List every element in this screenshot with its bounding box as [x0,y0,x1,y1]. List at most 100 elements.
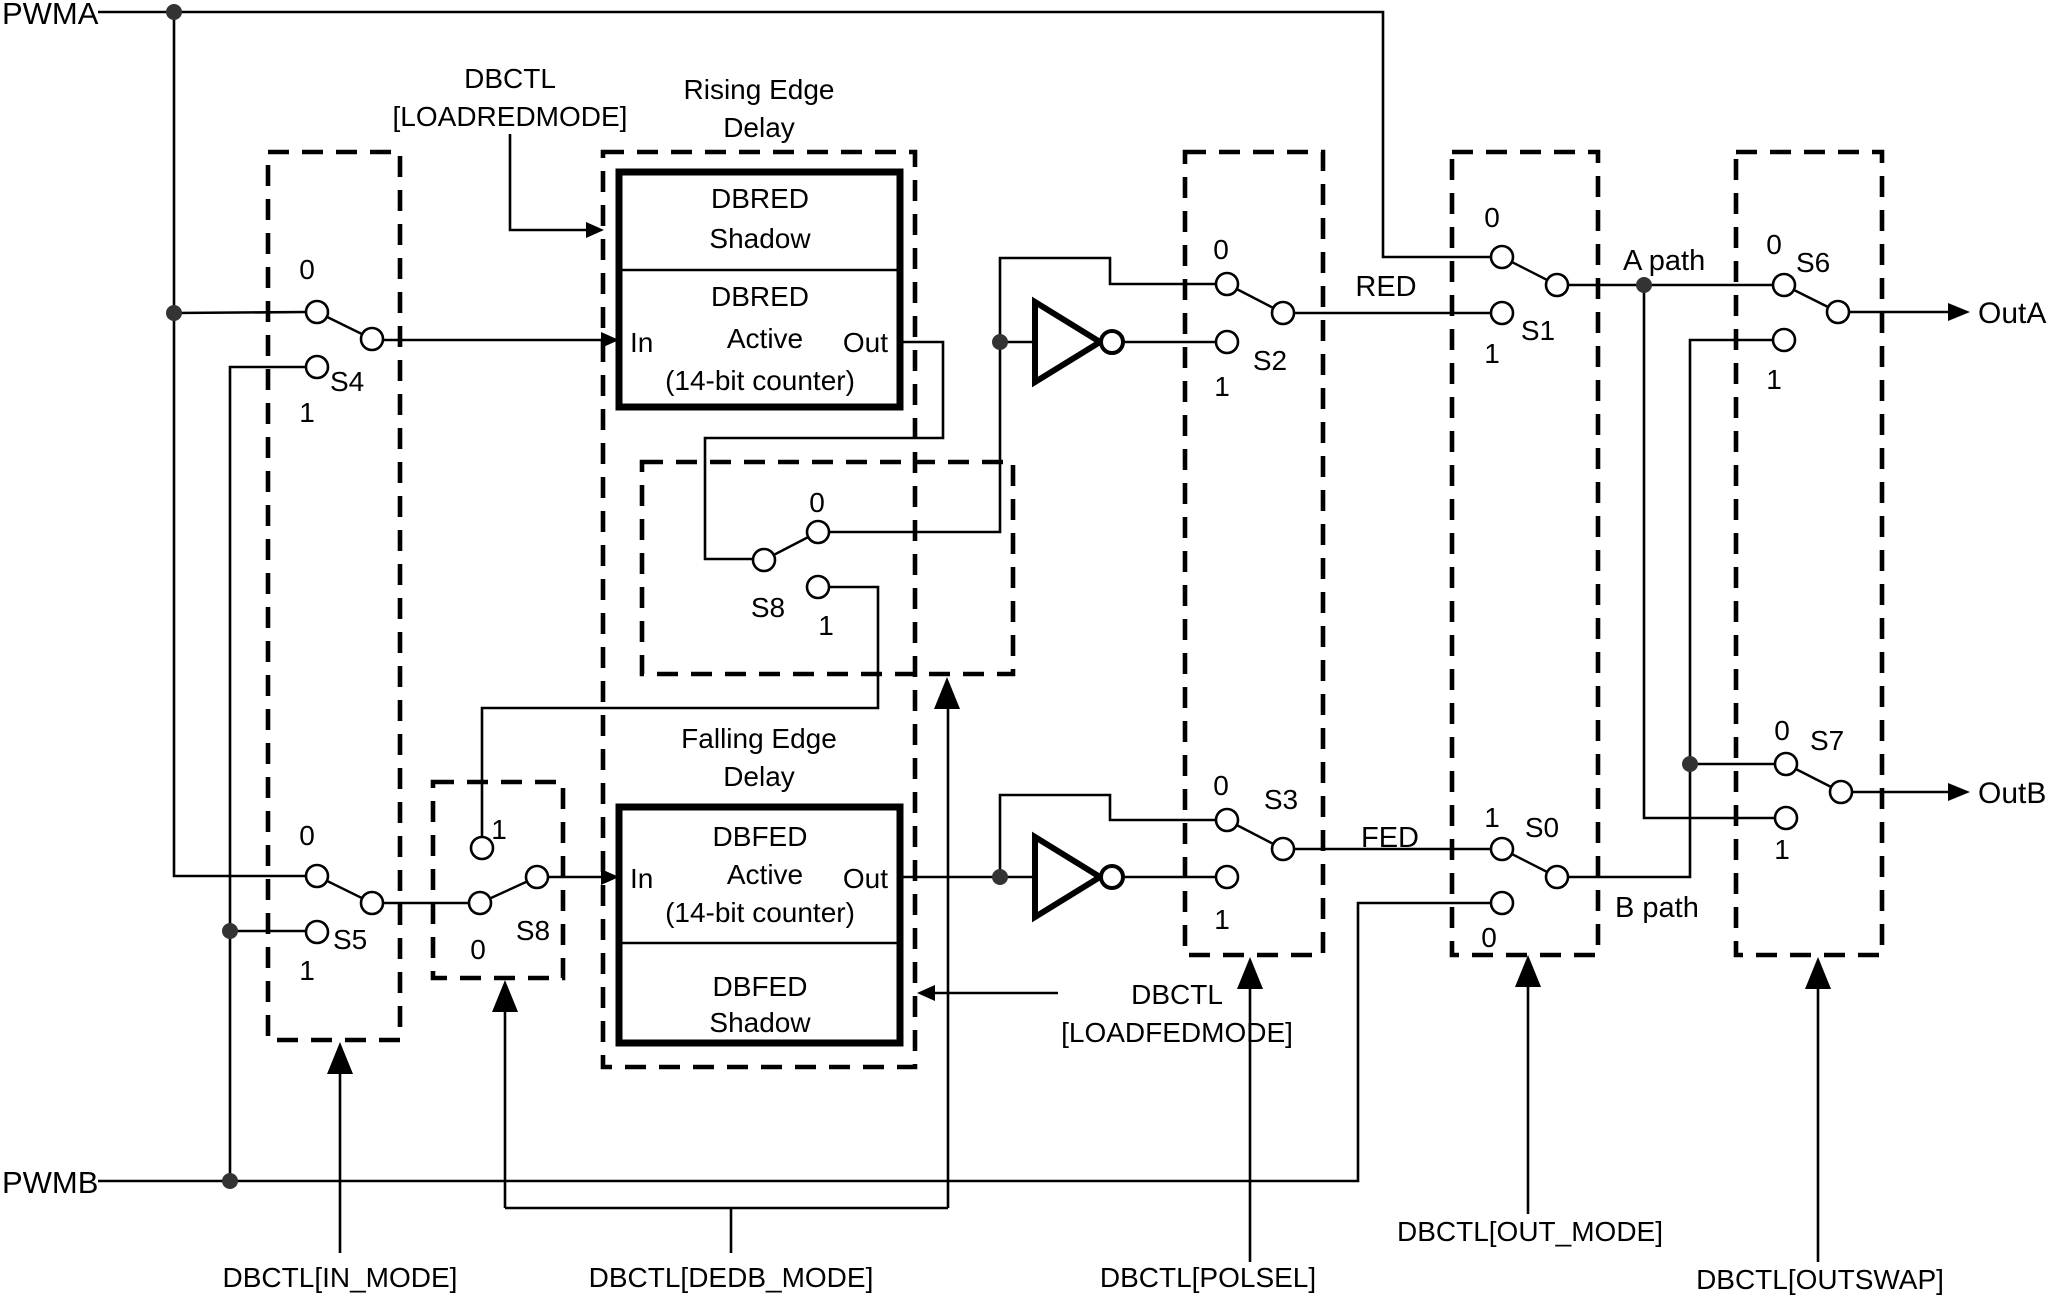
title-rising-edge-delay-line2: Delay [723,112,795,143]
arrow-out-mode [1515,955,1541,987]
block-dbred-shadow-line1: DBRED [711,183,809,214]
arrow-in-mode [327,1042,353,1074]
label-dbctl-loadredmode-line2: [LOADREDMODE] [393,101,628,132]
switch-s8-lower-contact-0 [469,835,495,861]
switch-s6-contact-0 [1771,272,1797,298]
block-dbred-active-line3: (14-bit counter) [665,365,855,396]
switch-s5-contact-0 [304,863,330,889]
switch-s5-contact-2 [359,890,385,916]
junction-pwmb-s5 [222,923,238,939]
switch-s4-contact-0 [304,299,330,325]
output-label-outa: OutA [1978,297,2046,330]
polsel-switch-box [1182,149,1326,958]
delay-blocks-box [600,149,918,1070]
junction-a-path [1636,277,1652,293]
switch-s5-label-0: 0 [299,820,315,851]
wire-dbfed-out-riser-to-s3-0 [998,793,1216,877]
arrow-outb [1948,783,1970,801]
inverter-b-bubble [1099,864,1125,890]
switch-s7-label-0: 0 [1774,715,1790,746]
switch-s7-label-1: 1 [1774,834,1790,865]
wire-pwma-riser-to-s5-0 [172,12,306,878]
switch-s5-contact-1 [304,919,330,945]
dbfed-register-block [615,803,904,1047]
switch-s3-label: S3 [1264,784,1298,815]
switch-s1-label: S1 [1521,315,1555,346]
out-mode-switch-box [1449,149,1601,958]
switch-s0-contact-0 [1489,836,1515,862]
s8-lower-switch-box [430,779,566,981]
input-label-pwma: PWMA [2,0,99,31]
switch-s4-label-0: 0 [299,254,315,285]
arrow-outa [1948,303,1970,321]
block-dbfed-shadow-line2: Shadow [709,1007,811,1038]
block-dbfed-shadow-line1: DBFED [713,971,808,1002]
switch-s8-upper-contact-0 [805,519,831,545]
switch-s8-lower-contact-2 [524,864,550,890]
switch-s8-upper-label-0: 0 [809,487,825,518]
switch-s8-lower-label: S8 [516,915,550,946]
wire-pwma-branch-to-s4-0 [173,310,307,315]
block-dbfed-active-line2: Active [727,859,803,890]
switch-s2-label-0: 0 [1213,234,1229,265]
path-label-a: A path [1623,245,1705,277]
label-dbctl-dedb-mode: DBCTL[DEDB_MODE] [589,1262,874,1293]
wire-dbred-out-to-s8-pole [703,340,945,561]
inverter-a-icon [1032,296,1106,388]
switch-s8-lower-label-1: 1 [491,814,507,845]
port-label-out-fed: Out [843,863,888,894]
block-dbfed-active-line1: DBFED [713,821,808,852]
label-dbctl-loadfedmode-line2: [LOADFEDMODE] [1061,1017,1293,1048]
switch-s8-upper-label-1: 1 [818,610,834,641]
switch-s0-contact-1 [1489,890,1515,916]
title-falling-edge-delay-line2: Delay [723,761,795,792]
switch-s4-contact-1 [304,354,330,380]
switch-s6-label-1: 1 [1766,364,1782,395]
switch-s1-contact-1 [1489,300,1515,326]
wire-pwmb-link-s4-1 [228,365,306,1181]
label-dbctl-loadredmode-line1: DBCTL [464,63,556,94]
path-label-b: B path [1615,892,1699,924]
port-label-in-red: In [630,327,653,358]
switch-s5-label-1: 1 [299,955,315,986]
wire-loadredmode-leader [508,134,587,232]
arrow-dbfed-in [601,869,619,885]
wire-s8-upper-1-to-s8-lower-1 [480,585,880,837]
switch-s1-contact-0 [1489,244,1515,270]
switch-s4-label-1: 1 [299,397,315,428]
label-dbctl-in-mode: DBCTL[IN_MODE] [223,1262,458,1293]
label-dbctl-polsel: DBCTL[POLSEL] [1100,1262,1316,1293]
switch-s6-label: S6 [1796,247,1830,278]
label-dbctl-loadfedmode-line1: DBCTL [1131,979,1223,1010]
inverter-a-bubble [1099,329,1125,355]
block-dbfed-active-line3: (14-bit counter) [665,897,855,928]
switch-s8-upper-label: S8 [751,592,785,623]
arrow-dedb-lower [492,980,518,1012]
arrow-loadfedmode [917,985,935,1001]
outswap-switch-box [1733,149,1885,958]
signal-label-fed: FED [1361,822,1419,854]
switch-s2-label: S2 [1253,345,1287,376]
block-dbred-active-line2: Active [727,323,803,354]
switch-s0-contact-2 [1544,864,1570,890]
wire-pwma-rail-to-s1 [98,10,1491,259]
switch-s2-contact-0 [1214,271,1240,297]
junction-b-path [1682,756,1698,772]
switch-s6-contact-2 [1825,299,1851,325]
block-dbred-shadow-line2: Shadow [709,223,811,254]
input-label-pwmb: PWMB [2,1165,98,1200]
switch-s0-label-1: 1 [1484,802,1500,833]
switch-s3-label-1: 1 [1214,904,1230,935]
label-dbctl-outswap: DBCTL[OUTSWAP] [1696,1264,1944,1295]
junction-inverter-a [992,334,1008,350]
switch-s2-contact-1 [1214,329,1240,355]
junction-pwmb-rail [222,1173,238,1189]
title-falling-edge-delay-line1: Falling Edge [681,723,837,754]
block-dbred-active-line1: DBRED [711,281,809,312]
port-label-out-red: Out [843,327,888,358]
switch-s7-contact-0 [1773,751,1799,777]
switch-s8-upper-contact-2 [751,547,777,573]
inverter-b-icon [1032,831,1106,923]
arrow-outswap [1805,957,1831,989]
